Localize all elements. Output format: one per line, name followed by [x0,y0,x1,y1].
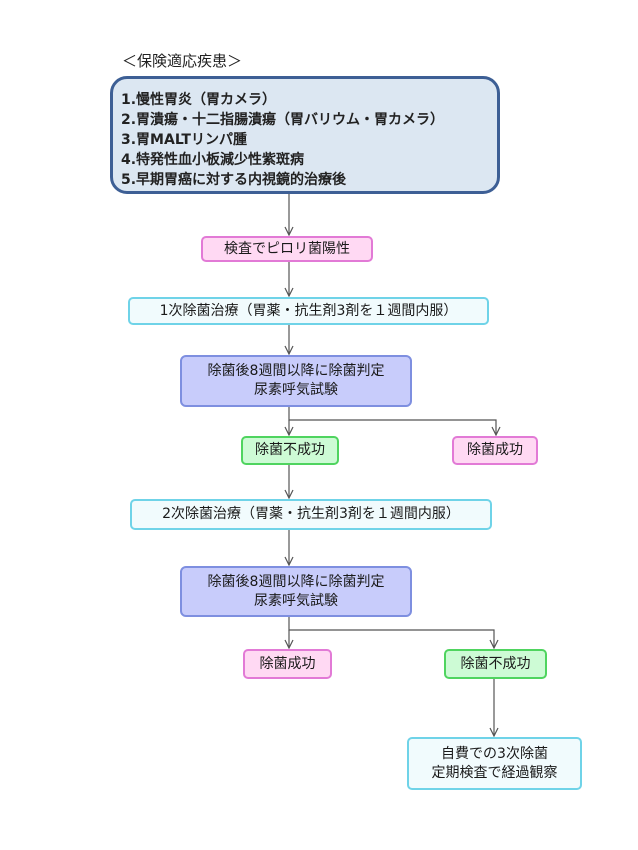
node-label: 2次除菌治療（胃薬・抗生剤3剤を１週間内服） [162,506,460,522]
insurance-diseases-box: 1.慢性胃炎（胃カメラ） 2.胃潰瘍・十二指腸潰瘍（胃バリウム・胃カメラ） 3.… [110,76,500,194]
node-label: 検査でピロリ菌陽性 [224,240,350,257]
second-eradication-success-node: 除菌成功 [243,649,332,679]
first-eradication-failure-node: 除菌不成功 [241,436,339,465]
second-eradication-judgement-node: 除菌後8週間以降に除菌判定 尿素呼気試験 [180,566,412,617]
disease-item: 1.慢性胃炎（胃カメラ） [121,92,277,108]
node-label-line-1: 除菌後8週間以降に除菌判定 [207,573,385,590]
disease-item: 2.胃潰瘍・十二指腸潰瘍（胃バリウム・胃カメラ） [121,112,445,128]
insurance-diseases-title: ＜保険適応疾患＞ [122,52,243,70]
disease-item: 5.早期胃癌に対する内視鏡的治療後 [121,172,347,188]
node-label: 除菌不成功 [255,442,325,458]
pylori-positive-node: 検査でピロリ菌陽性 [201,236,373,262]
arrow-first-judgement-split [288,407,496,435]
first-eradication-treatment-node: 1次除菌治療（胃薬・抗生剤3剤を１週間内服） [128,297,489,325]
node-label-line-1: 除菌後8週間以降に除菌判定 [207,363,385,379]
node-label: 除菌不成功 [460,655,531,672]
arrow-second-judgement-split [288,617,494,648]
disease-item: 4.特発性血小板減少性紫斑病 [121,152,305,168]
node-label-line-1: 自費での3次除菌 [441,745,548,762]
first-eradication-judgement-node: 除菌後8週間以降に除菌判定 尿素呼気試験 [180,355,412,407]
node-label-line-2: 尿素呼気試験 [254,382,338,398]
first-eradication-success-node: 除菌成功 [452,436,538,465]
disease-item: 3.胃MALTリンパ腫 [121,132,247,148]
node-label: 1次除菌治療（胃薬・抗生剤3剤を１週間内服） [159,302,458,319]
node-label: 除菌成功 [259,655,316,672]
node-label-line-2: 尿素呼気試験 [254,592,338,609]
second-eradication-failure-node: 除菌不成功 [444,649,547,679]
second-eradication-treatment-node: 2次除菌治療（胃薬・抗生剤3剤を１週間内服） [130,499,492,530]
third-eradication-followup-node: 自費での3次除菌 定期検査で経過観察 [407,737,582,790]
node-label-line-2: 定期検査で経過観察 [431,764,558,781]
node-label: 除菌成功 [467,442,523,458]
